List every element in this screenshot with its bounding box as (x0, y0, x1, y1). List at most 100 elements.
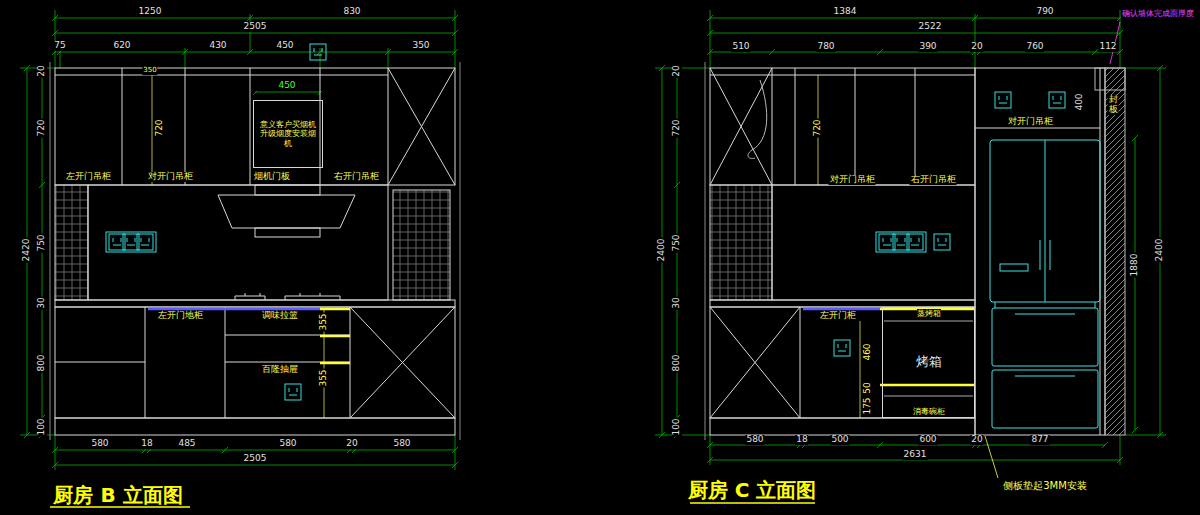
cabinet-label: 对开门吊柜 (147, 172, 194, 182)
hood-reserve-box: 意义客户买烟机升级烟度安装烟机 (253, 100, 323, 168)
dimension-text: 510 (731, 42, 750, 52)
dimension-text: 877 (1030, 435, 1049, 445)
cabinet-label: 调味拉篮 (261, 311, 299, 321)
drawing-line (995, 302, 1095, 376)
dimension-text: 2505 (243, 454, 268, 464)
drawing-line (748, 80, 767, 158)
drawing-line (707, 49, 1123, 55)
drawing-line (803, 308, 880, 311)
drawing-line (705, 62, 706, 440)
drawing-line (320, 309, 350, 363)
panel-label: 封板 (1108, 95, 1119, 115)
cabinet-label: 左开门吊柜 (65, 172, 112, 182)
box-text: 蒸烤箱 (917, 309, 941, 318)
note-text: 确认墙体完成面厚度 (1121, 10, 1195, 18)
dimension-text: 30 (672, 296, 682, 309)
drawing-line (707, 15, 1123, 21)
dimension-text: 580 (90, 439, 109, 449)
drawing-line (1095, 68, 1125, 90)
dimension-text: 112 (1098, 42, 1117, 52)
dimension-text: 750 (37, 233, 47, 252)
socket-symbol (1049, 92, 1065, 108)
cabinet-label: 右开门吊柜 (910, 175, 957, 185)
drawing-line (1105, 68, 1125, 435)
drawing-line (235, 293, 340, 300)
drawing-line (860, 321, 861, 418)
title-underline (50, 506, 190, 508)
drawing-line (985, 436, 998, 478)
drawing-line (1000, 264, 1028, 271)
dimension-text: 400 (1075, 92, 1085, 111)
cabinet-label: 对开门吊柜 (1007, 117, 1054, 127)
dimension-text: 2505 (243, 22, 268, 32)
title-underline (690, 502, 815, 504)
drawing-line (148, 308, 320, 311)
drawing-line (655, 65, 710, 438)
socket-symbol (995, 92, 1011, 108)
drawing-line (1040, 140, 1050, 302)
dimension-text: 720 (813, 118, 823, 137)
drawing-line (255, 185, 320, 195)
socket-symbol (310, 44, 326, 60)
dimension-text: 800 (672, 353, 682, 372)
socket-symbol (137, 234, 153, 250)
drawing-line (710, 68, 975, 185)
oven-stack-box: 蒸烤箱烤箱消毒碗柜 (882, 307, 975, 418)
socket-symbol (285, 384, 301, 400)
drawing-line (710, 307, 975, 418)
dimension-text: 600 (918, 435, 937, 445)
drawing-line (707, 30, 1123, 36)
drawing-line (52, 15, 458, 21)
socket-symbols-b (106, 44, 326, 400)
box-text: 意义客户买烟机升级烟度安装烟机 (257, 120, 319, 148)
dimension-text: 720 (37, 118, 47, 137)
dimension-text: 720 (155, 118, 165, 137)
drawing-line (710, 300, 975, 307)
drawing-line (710, 418, 975, 435)
dimension-text: 18 (795, 435, 808, 445)
drawing-line (992, 370, 1098, 428)
drawing-line (975, 68, 1105, 435)
cabinet-label: 烟机门板 (253, 172, 291, 182)
dimension-text: 75 (53, 41, 66, 51)
drawing-line (52, 435, 458, 470)
dimension-text: 1880 (1130, 253, 1140, 278)
dimension-text: 20 (970, 42, 983, 52)
cabinet-label: 百隆抽屉 (261, 365, 299, 375)
dimension-text: 1384 (833, 7, 858, 17)
drawing-line (88, 185, 388, 300)
trim-strips-c (803, 309, 975, 418)
socket-symbol (876, 232, 926, 252)
drawing-line (388, 68, 455, 185)
socket-symbol (834, 340, 850, 356)
fridge-outline (990, 140, 1100, 428)
dimension-text: 800 (37, 353, 47, 372)
drawing-line (710, 68, 772, 185)
dimension-text: 620 (112, 41, 131, 51)
drawing-title: 厨房 B 立面图 (52, 484, 183, 506)
dimension-text: 580 (745, 435, 764, 445)
dimension-text: 450 (275, 41, 294, 51)
dimension-text: 1250 (138, 7, 163, 17)
cabinet-label: 对开门吊柜 (829, 175, 876, 185)
socket-symbol (106, 232, 156, 252)
dimension-text: 355 (319, 368, 329, 387)
drawing-line (992, 308, 1098, 366)
dimension-text: 18 (140, 439, 153, 449)
dimension-text: 20 (345, 439, 358, 449)
dimension-text: 790 (1035, 7, 1054, 17)
drawing-line (55, 10, 455, 68)
socket-symbol (934, 234, 950, 250)
dimension-text: 30 (37, 296, 47, 309)
dimension-text: 2631 (903, 450, 928, 460)
dimension-text: 485 (177, 439, 196, 449)
dimension-lines-c (655, 10, 1166, 465)
drawing-line (152, 75, 153, 185)
drawing-line (710, 185, 772, 300)
dimension-text: 20 (672, 64, 682, 77)
dimension-text: 350 (142, 67, 157, 75)
dimension-text: 100 (37, 417, 47, 436)
dimension-text: 750 (672, 233, 682, 252)
